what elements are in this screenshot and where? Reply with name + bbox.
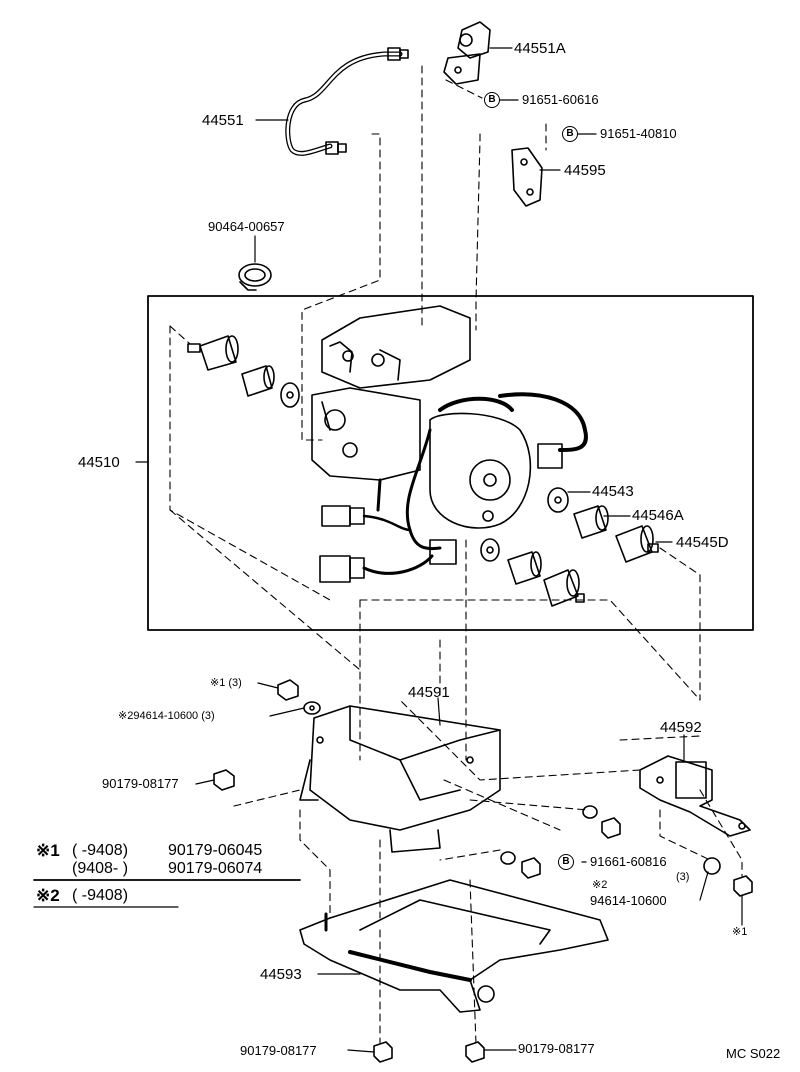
note-star1-a-range: ( -9408) — [72, 842, 129, 859]
assembly-box — [147, 295, 754, 631]
b-mark: B — [562, 126, 578, 142]
bracket-44593 — [299, 879, 609, 1013]
b-mark: B — [484, 92, 500, 108]
label-44591: 44591 — [408, 684, 450, 701]
note-star2-mark: ※2 — [36, 886, 60, 905]
label-44551: 44551 — [202, 112, 244, 129]
b-mark: B — [558, 854, 574, 870]
actuator-body — [311, 305, 588, 583]
label-44593: 44593 — [260, 966, 302, 983]
clamp — [238, 263, 272, 291]
note-star2-range: ( -9408) — [72, 887, 129, 904]
mark-star1-right: ※1 — [732, 926, 748, 938]
note-star1-b-part: 90179-06074 — [168, 860, 263, 877]
diagram-code: MC S022 — [726, 1046, 781, 1061]
label-90464-00657: 90464-00657 — [208, 219, 285, 234]
note-star1-b-range: (9408- ) — [72, 860, 129, 877]
label-44592: 44592 — [660, 719, 702, 736]
bracket-44595 — [511, 147, 543, 207]
label-90179-08177: 90179-08177 — [102, 776, 179, 791]
label-90179-08177: 90179-08177 — [518, 1041, 595, 1056]
label-44546a: 44546A — [632, 507, 684, 524]
label-91651-40810: 91651-40810 — [600, 126, 677, 141]
bracket-44591 — [299, 705, 501, 853]
label-94614-10600: 94614-10600 — [590, 893, 667, 908]
note-star1-mark: ※1 — [36, 841, 60, 860]
label-44551a: 44551A — [514, 40, 566, 57]
label-44545d: 44545D — [676, 534, 729, 551]
bracket-44551a — [443, 21, 491, 85]
bracket-44592 — [639, 755, 751, 837]
mark-star2-line: ※294614-10600 (3) — [118, 710, 215, 722]
label-91651-60616: 91651-60616 — [522, 92, 599, 107]
leader-lines — [135, 47, 743, 1053]
mark-star1-qty: ※1 (3) — [210, 677, 242, 689]
label-91661-60816: 91661-60816 — [590, 854, 667, 869]
note-star1-a-part: 90179-06045 — [168, 842, 263, 859]
solenoid-parts-left — [187, 335, 300, 408]
solenoid-parts-right — [480, 487, 659, 607]
label-44543: 44543 — [592, 483, 634, 500]
fasteners — [213, 679, 753, 1063]
label-90179-08177: 90179-08177 — [240, 1043, 317, 1058]
label-44510: 44510 — [78, 454, 120, 471]
dashed-lines — [169, 65, 743, 1045]
brake-tube — [285, 47, 409, 156]
label-44595: 44595 — [564, 162, 606, 179]
mark-qty3: (3) — [676, 871, 690, 883]
mark-star2-right: ※2 — [592, 879, 608, 891]
